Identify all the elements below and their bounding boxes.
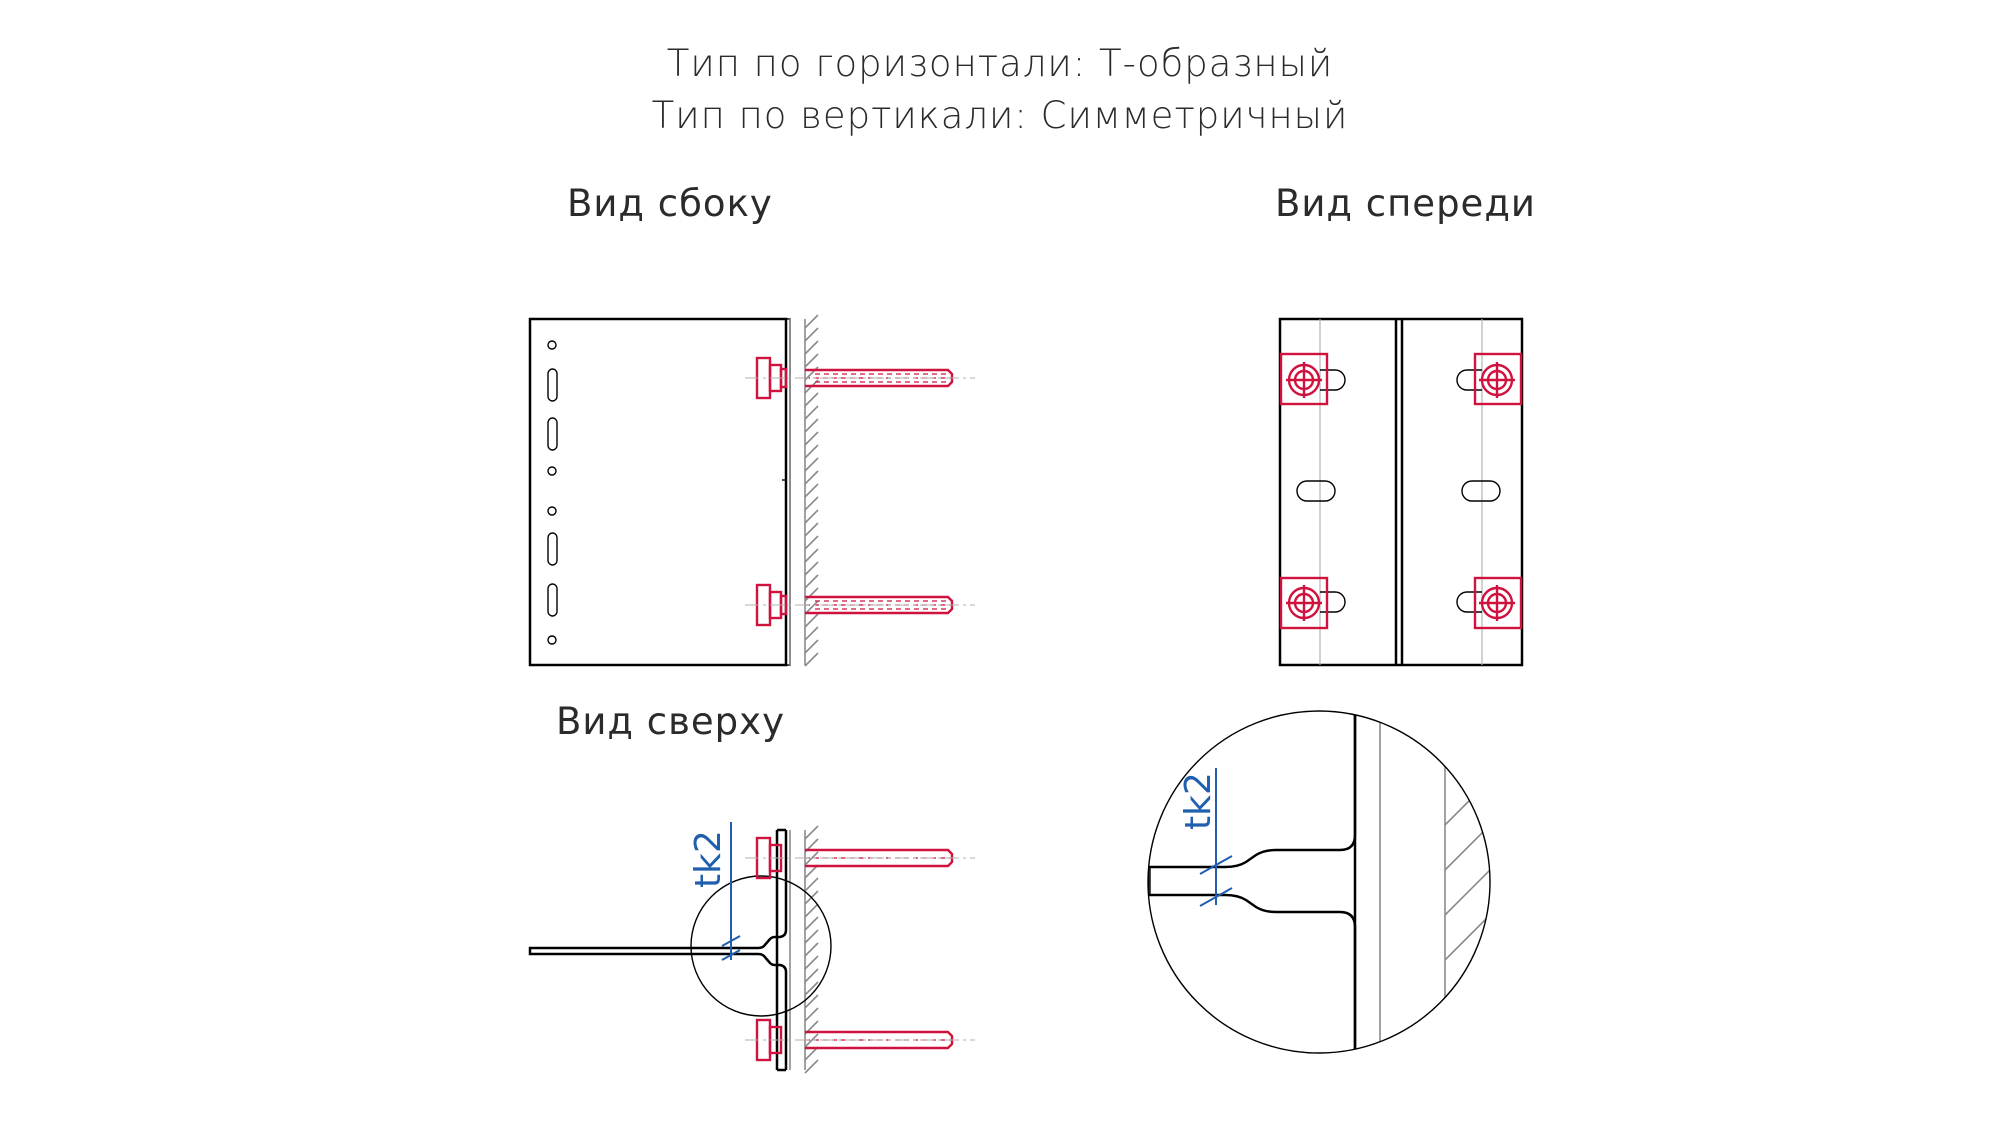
label-front-view: Вид спереди (1275, 182, 1536, 225)
detail-zoom-view: tk2 (1147, 710, 1491, 1054)
hatch-line (804, 353, 819, 368)
hatch-line (804, 548, 819, 563)
side-slot (547, 532, 558, 566)
hatch-line (804, 340, 819, 355)
title-horizontal-type: Тип по горизонтали: Т-образный (666, 42, 1334, 85)
side-hole (547, 635, 557, 645)
side-slot (547, 417, 558, 451)
front-anchor-top-right (1473, 352, 1523, 406)
label-top-view: Вид сверху (556, 700, 785, 743)
zoom-wall-hatch (1444, 779, 1490, 1051)
hatch-line (804, 1059, 819, 1074)
hatch-line (804, 1007, 819, 1022)
hatch-line (804, 457, 819, 472)
hatch-line (1444, 779, 1490, 826)
hatch-line (1444, 824, 1490, 871)
hatch-line (804, 652, 819, 667)
side-hole (547, 466, 557, 476)
hatch-line (804, 981, 819, 996)
side-slot (547, 583, 558, 617)
hatch-line (804, 405, 819, 420)
hatch-line (1444, 914, 1490, 961)
zoom-web-upper (1148, 711, 1357, 869)
top-anchor-upper (745, 836, 975, 880)
side-bracket-plate (528, 317, 788, 667)
top-anchor-lower (745, 1018, 975, 1062)
front-anchor-bottom-left (1279, 576, 1329, 630)
hatch-line (804, 955, 819, 970)
hatch-line (804, 509, 819, 524)
hatch-line (804, 431, 819, 446)
hatch-line (804, 314, 819, 329)
hatch-line (804, 444, 819, 459)
hatch-line (804, 483, 819, 498)
hatch-line (804, 877, 819, 892)
side-anchor-upper (745, 356, 975, 400)
hatch-line (804, 392, 819, 407)
hatch-line (804, 929, 819, 944)
hatch-line (804, 968, 819, 983)
hatch-line (804, 613, 819, 628)
side-anchor-lower (745, 583, 975, 627)
front-view (1278, 317, 1524, 667)
zoom-dimension-label: tk2 (1178, 772, 1219, 830)
label-side-view: Вид сбоку (567, 182, 773, 225)
hatch-line (804, 916, 819, 931)
hatch-line (804, 1033, 819, 1048)
top-bracket-profile (528, 830, 788, 1070)
hatch-line (1444, 869, 1490, 916)
hatch-line (804, 825, 819, 840)
hatch-line (804, 942, 819, 957)
top-dimension-label: tk2 (688, 830, 729, 888)
front-slot (1296, 480, 1336, 502)
top-view: tk2 (528, 822, 975, 1074)
hatch-line (1444, 1004, 1490, 1051)
hatch-line (804, 626, 819, 641)
hatch-line (804, 587, 819, 602)
zoom-web-lower (1148, 893, 1357, 1053)
title-vertical-type: Тип по вертикали: Симметричный (651, 94, 1349, 137)
hatch-line (804, 522, 819, 537)
zoom-dimension-tk2: tk2 (1178, 768, 1233, 907)
top-dimension-tk2: tk2 (688, 822, 741, 961)
hatch-line (804, 535, 819, 550)
front-anchor-bottom-right (1473, 576, 1523, 630)
hatch-line (804, 470, 819, 485)
top-wall-hatch (804, 825, 819, 1074)
hatch-line (804, 994, 819, 1009)
hatch-line (804, 496, 819, 511)
hatch-line (804, 418, 819, 433)
zoom-circle (1147, 710, 1491, 1054)
hatch-line (804, 851, 819, 866)
hatch-line (804, 903, 819, 918)
detail-circle (690, 875, 832, 1017)
hatch-line (804, 327, 819, 342)
side-view (528, 314, 975, 667)
side-hole (547, 340, 557, 350)
hatch-line (804, 574, 819, 589)
front-anchor-top-left (1279, 352, 1329, 406)
hatch-line (804, 561, 819, 576)
side-hole (547, 506, 557, 516)
side-slot (547, 368, 558, 402)
front-slot (1461, 480, 1501, 502)
side-wall-hatch (804, 314, 819, 667)
hatch-line (804, 639, 819, 654)
